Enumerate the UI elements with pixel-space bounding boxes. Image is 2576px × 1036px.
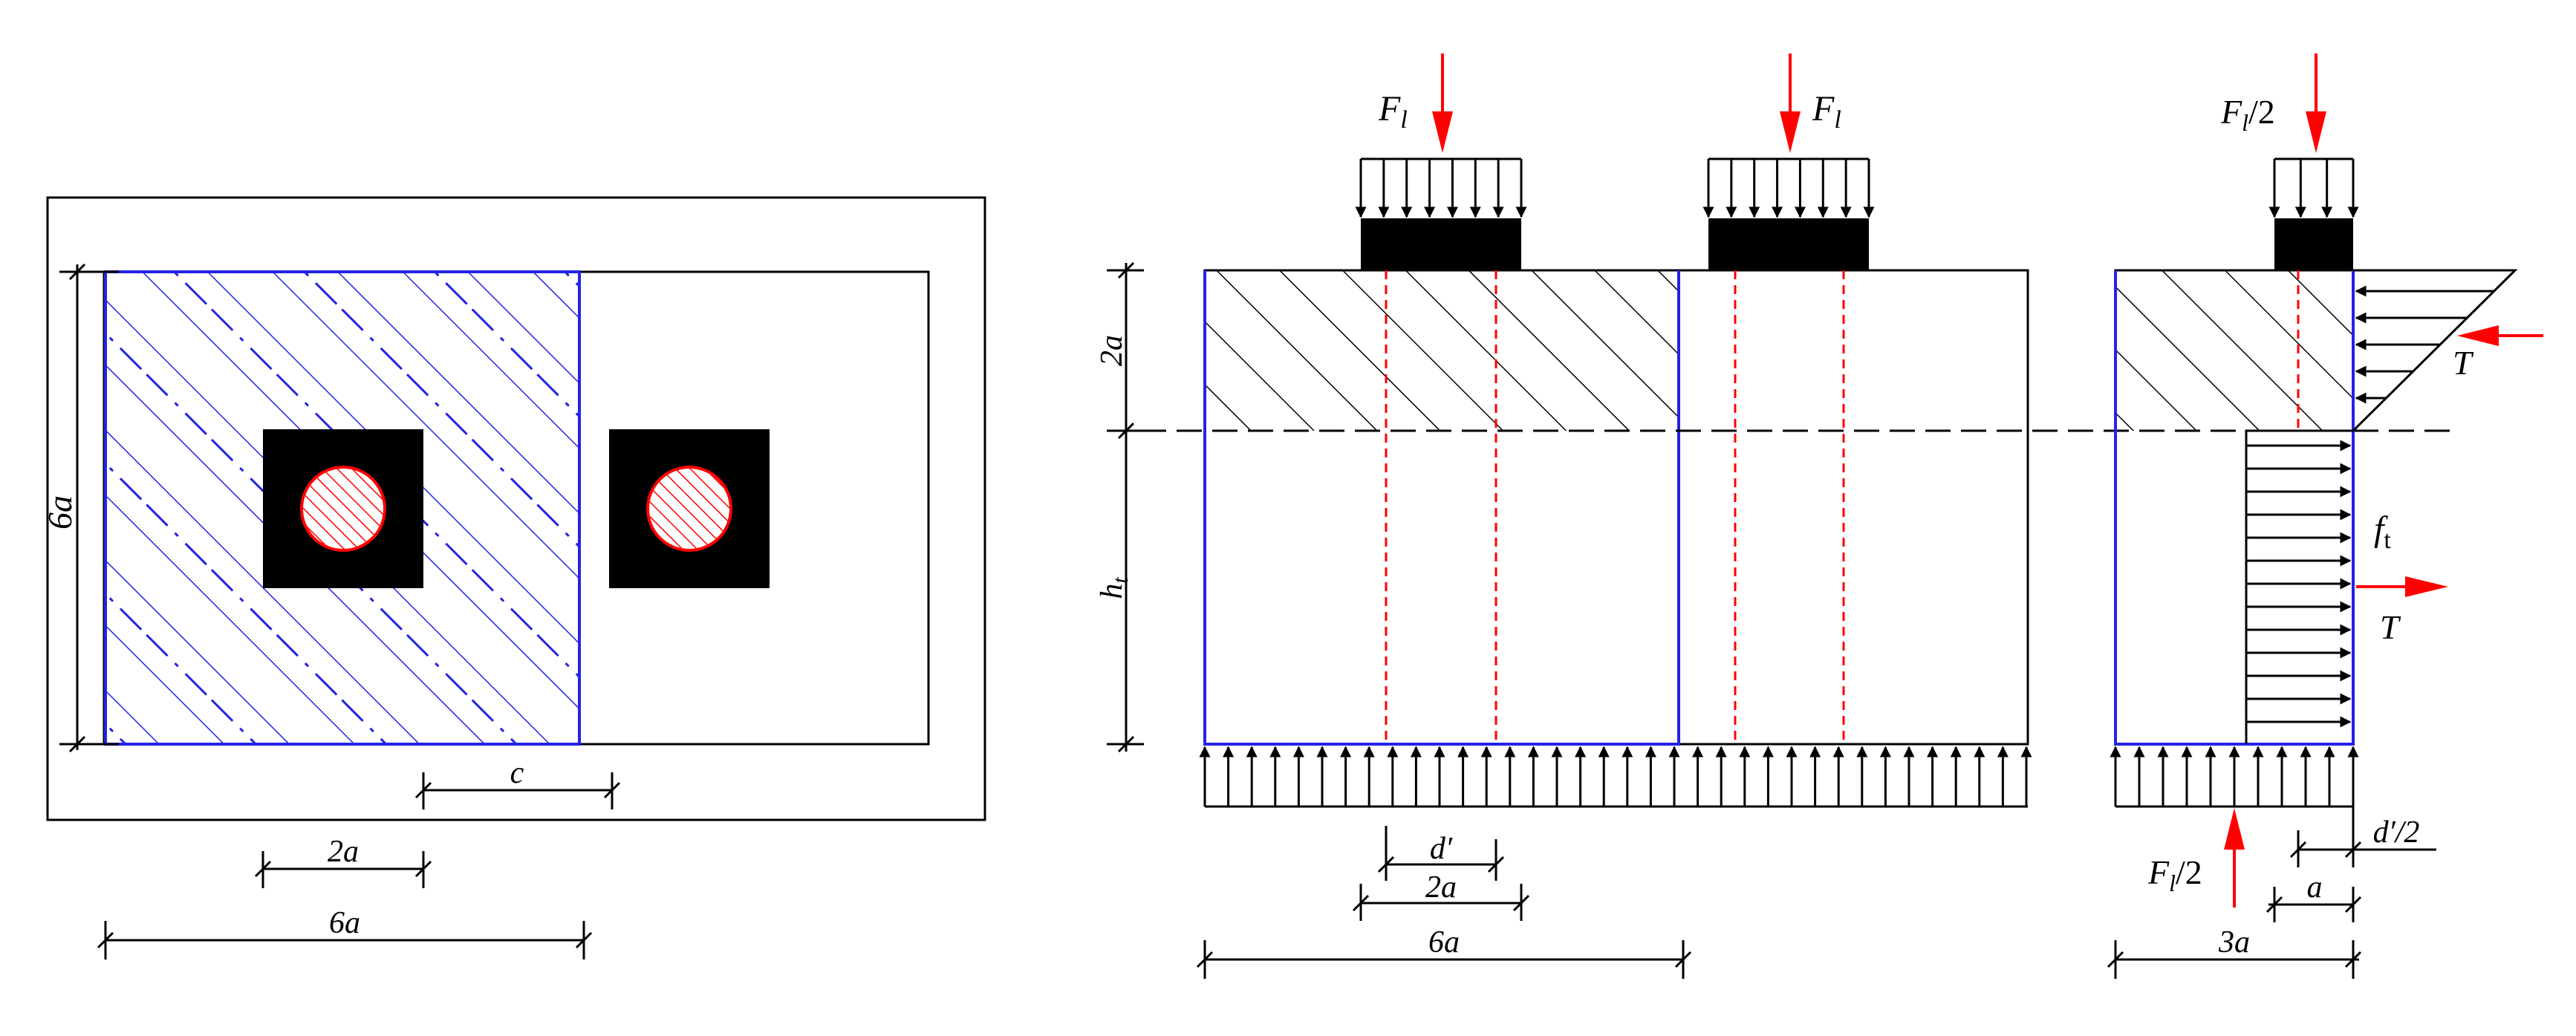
elev-column-load-arrows bbox=[1355, 157, 1875, 218]
plan-dim-6a-vertical: 6a bbox=[41, 495, 79, 530]
section-load-bottom-label: Fl/2 bbox=[2147, 853, 2202, 896]
elev-column-left bbox=[1361, 218, 1521, 270]
elev-hatched-zone bbox=[1205, 270, 1679, 431]
section-tension-block bbox=[2245, 429, 2353, 744]
elev-dimension-dprime bbox=[1377, 826, 1505, 881]
elev-load-right-arrow bbox=[1780, 53, 1801, 153]
plan-dimension-height bbox=[59, 263, 119, 753]
section-column-block bbox=[2274, 218, 2353, 270]
section-load-top-arrow bbox=[2306, 53, 2326, 153]
section-compression-triangle bbox=[2352, 269, 2518, 432]
section-force-T-lower-arrow bbox=[2356, 576, 2448, 597]
elev-red-dashed-lines bbox=[1385, 270, 1845, 744]
section-force-T-upper-label: T bbox=[2453, 344, 2474, 382]
section-dim-3a-label: 3a bbox=[2218, 925, 2250, 960]
section-blue-boundary bbox=[2114, 270, 2355, 746]
elev-dim-2a-label: 2a bbox=[1425, 870, 1457, 905]
plan-dimension-6a bbox=[97, 921, 593, 960]
section-force-T-upper-arrow bbox=[2457, 325, 2543, 346]
section-dimension-3a bbox=[2107, 940, 2362, 979]
elev-load-right-label: Fl bbox=[1812, 89, 1841, 134]
section-bottom-reaction-arrows bbox=[2110, 746, 2359, 807]
section-load-bottom-arrow bbox=[2224, 808, 2245, 908]
section-force-T-lower-label: T bbox=[2380, 608, 2401, 646]
plan-pile-left-hatch bbox=[303, 469, 383, 549]
plan-dimension-2a bbox=[254, 851, 432, 888]
section-dimension-a bbox=[2266, 887, 2362, 922]
elev-load-left-label: Fl bbox=[1378, 89, 1408, 134]
elev-column-right bbox=[1708, 218, 1869, 270]
plan-dim-6a-label: 6a bbox=[329, 906, 360, 940]
elev-blue-boundary bbox=[1203, 270, 1680, 746]
section-tension-arrows bbox=[2246, 440, 2352, 728]
elev-bottom-reaction-arrows bbox=[1199, 746, 2032, 807]
elev-dimension-6a bbox=[1196, 940, 1692, 979]
elevation-view: Fl Fl 2a ht d′ bbox=[1095, 53, 2459, 979]
elev-dimension-vertical bbox=[1107, 261, 1144, 753]
plan-outer-footing bbox=[46, 196, 986, 821]
plan-view: 6a c 2a 6a bbox=[41, 196, 986, 960]
section-load-top-label: Fl/2 bbox=[2220, 93, 2275, 136]
elev-dim-dprime-label: d′ bbox=[1430, 832, 1453, 866]
elev-dimension-2a bbox=[1352, 884, 1530, 921]
section-compression-arrows bbox=[2355, 285, 2494, 404]
section-dim-dprime-half-label: d′/2 bbox=[2373, 815, 2420, 850]
elev-dim-2a-vertical: 2a bbox=[1095, 335, 1129, 366]
section-hatched-zone bbox=[2115, 270, 2353, 431]
section-dimension-dprime-half bbox=[2289, 750, 2436, 867]
section-view: Fl/2 T ft T Fl/2 bbox=[2107, 53, 2543, 979]
section-stress-label: ft bbox=[2374, 509, 2391, 554]
elev-load-left-arrow bbox=[1432, 53, 1453, 153]
section-column-load-arrows bbox=[2268, 157, 2359, 218]
section-dim-a-label: a bbox=[2307, 870, 2323, 905]
plan-dim-c-label: c bbox=[510, 756, 524, 790]
plan-dimension-c bbox=[414, 772, 621, 809]
plan-dim-2a-label: 2a bbox=[328, 835, 359, 869]
elev-dim-ht-vertical: ht bbox=[1095, 577, 1133, 599]
plan-pile-right-hatch bbox=[649, 469, 729, 549]
plan-region-outline bbox=[104, 270, 581, 746]
elev-dim-6a-label: 6a bbox=[1428, 925, 1460, 960]
